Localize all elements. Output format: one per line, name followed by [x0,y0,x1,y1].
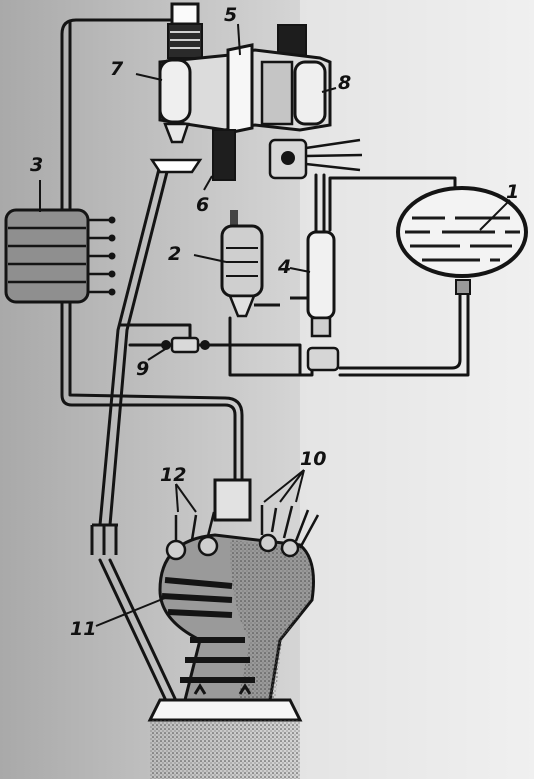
callout-9: 9 [136,360,149,379]
fork-manifold [92,525,118,555]
combustion-chamber-11 [150,480,314,779]
vessel-2 [222,210,280,316]
callout-4: 4 [278,258,291,277]
callout-1: 1 [506,183,519,202]
callout-5: 5 [224,6,237,25]
injectors-10 [260,505,318,556]
callout-6: 6 [196,196,209,215]
valve-9 [161,338,210,352]
callout-8: 8 [338,74,351,93]
callout-2: 2 [168,245,181,264]
callout-10: 10 [300,450,326,469]
manifold-3 [6,210,116,302]
pipeline-to-nozzle-cooling [100,165,178,705]
turbopump-assembly [152,4,362,180]
callout-12: 12 [160,466,186,485]
callout-11: 11 [70,620,96,639]
callout-3: 3 [30,156,43,175]
callout-7: 7 [110,60,123,79]
valve-4 [290,232,338,370]
